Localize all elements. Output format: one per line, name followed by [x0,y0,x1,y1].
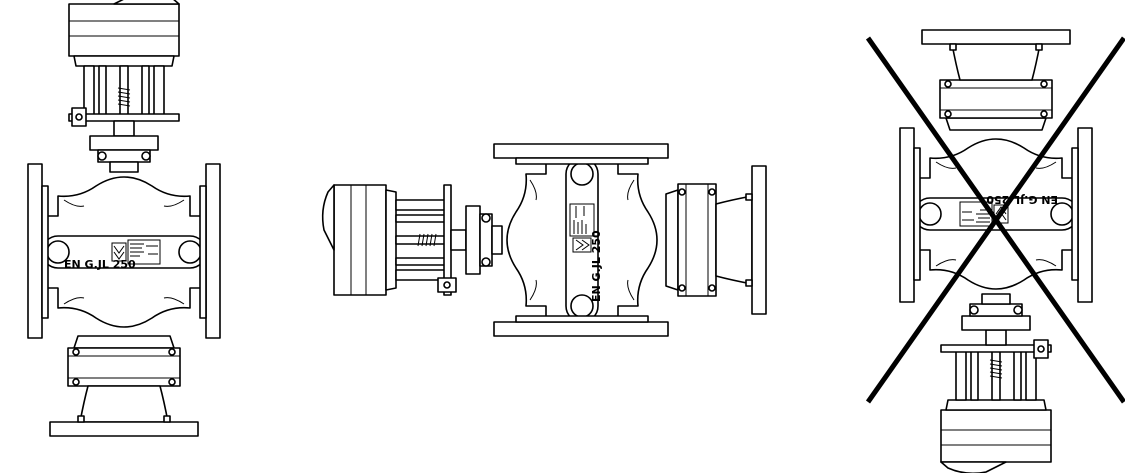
not-allowed-cross [865,36,1125,404]
panel-actuator-up: EN G.JL 250 [27,0,221,437]
plate-text-3: EN G.JL 250 [986,193,1058,206]
panel-actuator-down: EN G.JL 250 [865,29,1125,473]
panel-actuator-horizontal: EN G.JL 250 [321,143,767,337]
plate-text-1: EN G.JL 250 [64,258,136,271]
plate-text-2: EN G.JL 250 [590,230,603,302]
